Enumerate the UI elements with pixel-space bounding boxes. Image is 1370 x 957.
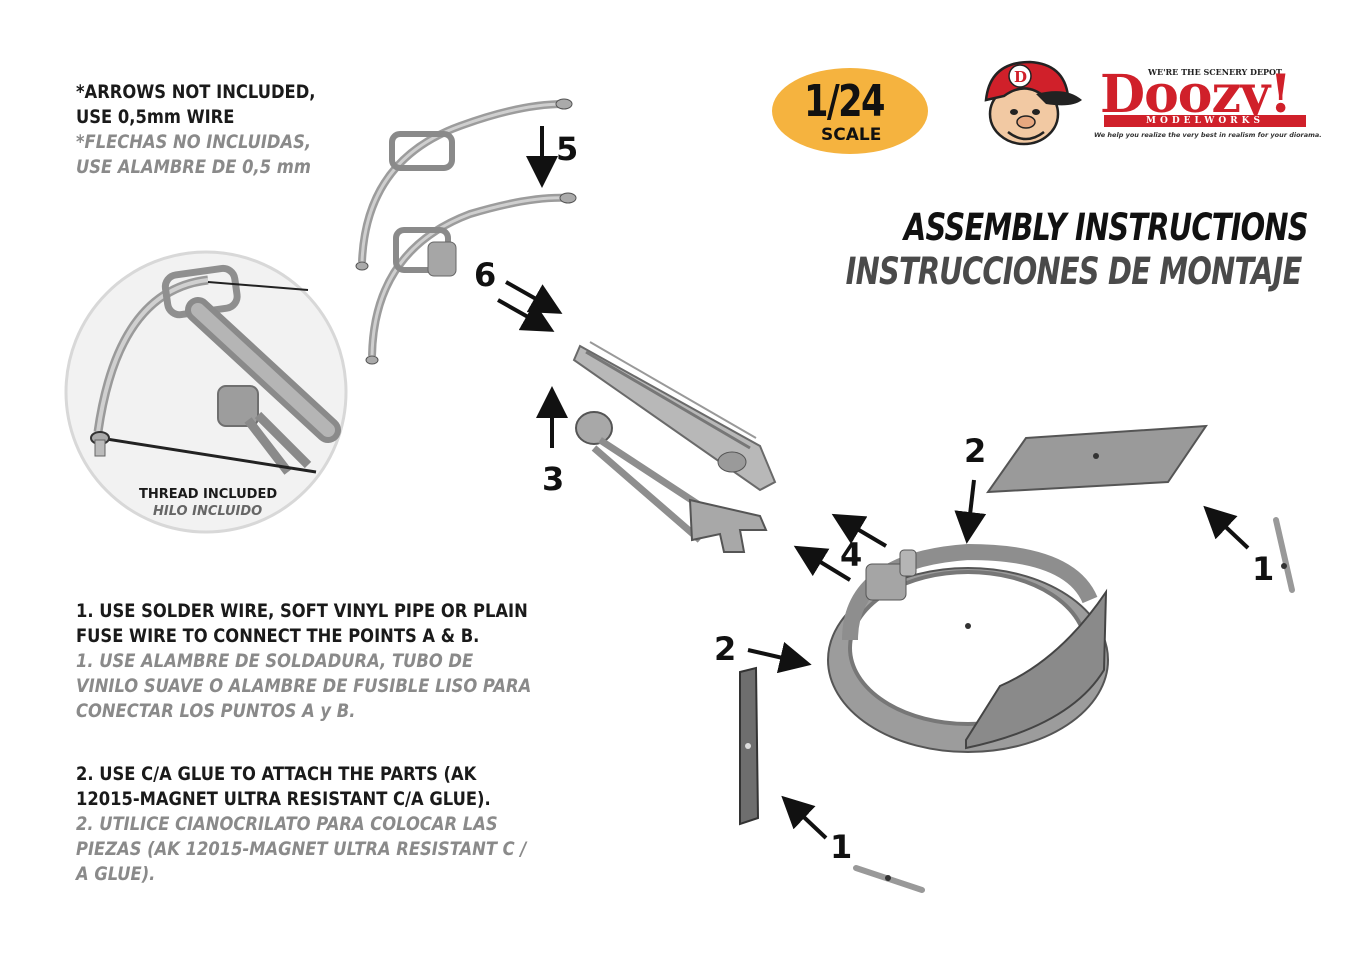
brand-slogan: We help you realize the very best in rea… [1094,131,1322,139]
step2-es-line3: A GLUE). [76,863,156,885]
handle-part-top [355,98,573,271]
svg-text:D: D [1014,68,1027,86]
brand-block: WE'RE THE SCENERY DEPOT Doozy! MODELWORK… [1094,64,1322,144]
scale-label: SCALE [821,125,882,145]
arrow-4b [793,545,852,582]
pin-bottom [853,865,925,893]
arrow-1-bottom [781,795,828,840]
pin-right [1273,517,1295,593]
plate-left [739,666,760,826]
arrow-2-left [747,641,812,674]
scale-badge: 1/24 SCALE [772,68,928,154]
title-block: ASSEMBLY INSTRUCTIONS [790,206,1309,249]
title-en: ASSEMBLY INSTRUCTIONS [904,206,1309,249]
step1-en-line1: 1. USE SOLDER WIRE, SOFT VINYL PIPE OR P… [76,600,528,622]
arrow-6a [505,280,563,314]
note-es-line1: *FLECHAS NO INCLUIDAS, [76,131,312,153]
rail-part [572,341,777,492]
step1-es-line3: CONECTAR LOS PUNTOS A y B. [76,700,356,722]
brand-tagline: WE'RE THE SCENERY DEPOT [1148,67,1282,77]
step1-es-line1: 1. USE ALAMBRE DE SOLDADURA, TUBO DE [76,650,474,672]
callout-1-bottom: 1 [830,828,853,866]
handle-part-middle [365,192,577,365]
detail-label-en: THREAD INCLUDED [139,487,278,502]
note-es-line2: USE ALAMBRE DE 0,5 mm [76,156,311,178]
detail-label-es: HILO INCLUIDO [153,504,263,519]
callout-3: 3 [542,460,565,498]
step2-en-line2: 12015-MAGNET ULTRA RESISTANT C/A GLUE). [76,788,491,810]
arm-part [575,411,768,553]
callout-2-left: 2 [714,630,737,668]
detail-circle [64,250,348,534]
mascot-logo: D [984,60,1082,146]
ring-base [827,543,1109,753]
step2-es-line1: 2. UTILICE CIANOCRILATO PARA COLOCAR LAS [76,813,498,835]
scale-value: 1/24 [803,76,886,127]
plate-top [985,424,1208,494]
callout-2-top: 2 [964,432,987,470]
callout-1-right: 1 [1252,550,1275,588]
arrow-4a [831,513,888,548]
step1-es-line2: VINILO SUAVE O ALAMBRE DE FUSIBLE LISO P… [76,675,532,697]
brand-sub: MODELWORKS [1104,115,1306,127]
callout-6: 6 [474,256,497,294]
assembly-arrows [497,126,1250,840]
arrow-1-right [1203,505,1250,550]
step2-text: 2. USE C/A GLUE TO ATTACH THE PARTS (AK … [76,762,600,887]
note-en-line1: *ARROWS NOT INCLUDED, [76,81,316,103]
step1-text: 1. USE SOLDER WIRE, SOFT VINYL PIPE OR P… [76,599,605,724]
step1-en-line2: FUSE WIRE TO CONNECT THE POINTS A & B. [76,625,480,647]
callout-4: 4 [840,536,863,574]
note-en-line2: USE 0,5mm WIRE [76,106,235,128]
arrow-6b [497,298,555,332]
title-block-es: INSTRUCCIONES DE MONTAJE [717,250,1303,293]
brand-name: Doozy! [1100,64,1292,125]
title-es: INSTRUCCIONES DE MONTAJE [846,250,1303,293]
callout-5: 5 [556,130,579,168]
step2-es-line2: PIEZAS (AK 12015-MAGNET ULTRA RESISTANT … [76,838,527,860]
step2-en-line1: 2. USE C/A GLUE TO ATTACH THE PARTS (AK [76,763,477,785]
arrows-note: *ARROWS NOT INCLUDED, USE 0,5mm WIRE *FL… [76,80,354,180]
arrow-2-top [954,479,987,544]
